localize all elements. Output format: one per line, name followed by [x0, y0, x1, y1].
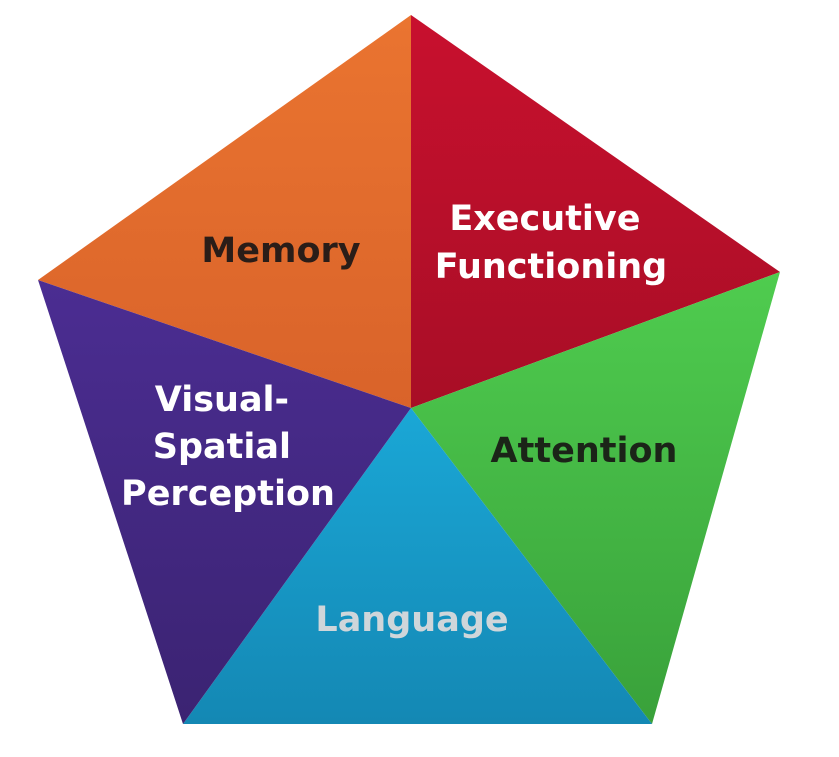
label-attention: Attention [491, 431, 678, 471]
segment-executive-functioning [411, 15, 780, 408]
label-memory: Memory [201, 231, 360, 271]
segment-visual-spatial-perception [38, 280, 411, 724]
label-language: Language [315, 600, 508, 640]
segment-memory [38, 15, 411, 408]
label-executive-functioning: Executive Functioning [435, 199, 667, 287]
label-visual-spatial-perception: Visual- Spatial Perception [121, 380, 335, 514]
segment-language [183, 408, 652, 724]
segment-attention [411, 272, 780, 724]
